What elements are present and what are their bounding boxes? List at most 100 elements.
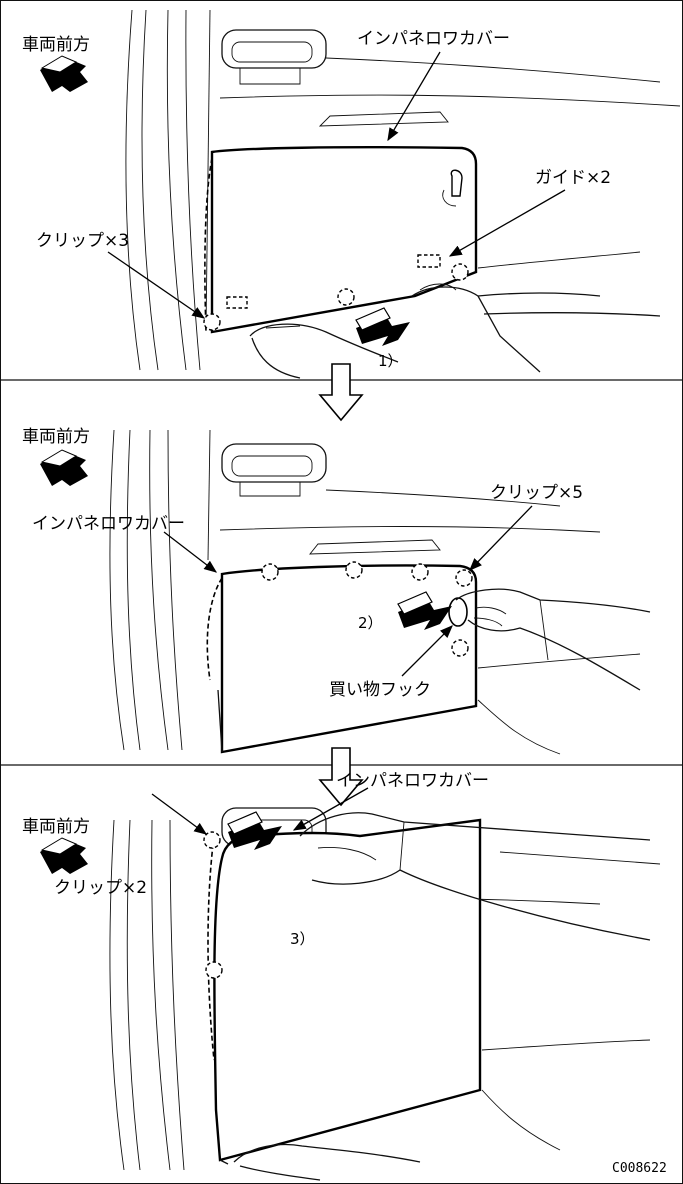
left-hand (251, 337, 301, 379)
a-pillar-line (185, 9, 201, 371)
vehicle-front-label: 車両前方 (22, 35, 90, 55)
clip-marker (451, 639, 469, 657)
a-pillar-line (169, 819, 185, 1171)
a-pillar-line (109, 819, 125, 1171)
trim-vent (309, 539, 441, 555)
key-slot (450, 169, 463, 197)
door-handle-base (239, 482, 301, 497)
clip-marker (203, 831, 221, 849)
a-pillar-line (126, 819, 141, 1171)
leader-line (151, 793, 208, 835)
guide-marker (226, 296, 248, 309)
clip-marker (203, 313, 221, 331)
cover-label: インパネロワカバー (357, 29, 510, 49)
step-label: 2） (358, 614, 383, 632)
pull-direction-arrow-icon (355, 307, 391, 331)
door-handle (221, 29, 327, 69)
pull-direction-arrow-icon (227, 811, 263, 835)
instrument-panel-lower-cover (220, 564, 478, 754)
a-pillar-line (126, 429, 141, 751)
shopping-hook (448, 597, 468, 627)
vehicle-front-label: 車両前方 (22, 817, 90, 837)
trim-line (481, 1089, 561, 1151)
shopping-hook-label: 買い物フック (329, 680, 431, 700)
vehicle-front-label: 車両前方 (22, 427, 90, 447)
left-hand-finger (265, 325, 301, 329)
step-label: 1） (378, 352, 403, 370)
cover-side-edge (219, 1159, 229, 1165)
clip-marker (451, 263, 469, 281)
instrument-panel-lower-cover (213, 818, 482, 1162)
door-handle (221, 443, 327, 483)
right-hand (467, 619, 641, 691)
left-hand (233, 1143, 421, 1163)
dashboard-edge (207, 429, 211, 561)
trim-line (477, 653, 641, 669)
cover-side-edge (217, 689, 223, 753)
a-pillar-line (166, 9, 187, 371)
panel-step-1: 車両前方 インパネロワカバー ガイド×2 クリップ×3 1） (22, 9, 681, 379)
right-hand (455, 588, 651, 613)
left-hand (249, 323, 399, 363)
clip-label: クリップ×3 (36, 231, 129, 251)
a-pillar-line (167, 429, 183, 751)
leader-line (107, 251, 206, 319)
step-label: 3） (290, 930, 315, 948)
trim-line (219, 94, 681, 107)
clip-label: クリップ×2 (54, 878, 147, 898)
trim-vent (318, 111, 449, 127)
dashboard-edge (205, 9, 211, 331)
guide-marker (417, 254, 441, 268)
clip-marker (205, 961, 223, 979)
guide-label: ガイド×2 (535, 168, 611, 188)
clip-marker (411, 563, 429, 581)
a-pillar-line (141, 9, 159, 371)
trim-line (325, 57, 661, 83)
door-handle-inner (231, 41, 313, 63)
right-hand-sleeve (399, 821, 405, 871)
panel-step-2: 車両前方 インパネロワカバー クリップ×5 買い物フック 2） (22, 427, 651, 755)
clip-marker (345, 561, 363, 579)
clip-marker (455, 569, 473, 587)
cover-label: インパネロワカバー (32, 514, 185, 534)
right-hand (411, 286, 541, 373)
right-hand-finger (419, 283, 457, 291)
a-pillar-line (109, 429, 125, 751)
next-step-arrow-icon (318, 747, 364, 807)
leader-line (448, 189, 566, 257)
pull-direction-arrow-icon (397, 591, 433, 615)
a-pillar-line (151, 819, 171, 1171)
right-hand-finger (473, 617, 503, 627)
right-hand (299, 812, 651, 841)
right-hand-finger (475, 606, 507, 615)
vehicle-front-arrow-icon (40, 449, 78, 467)
vehicle-front-arrow-icon (40, 55, 78, 73)
a-pillar-line (149, 429, 169, 751)
trim-line (219, 526, 601, 533)
door-handle-inner (231, 455, 313, 477)
clip-label: クリップ×5 (490, 483, 583, 503)
trim-line (325, 489, 561, 507)
cover-label: インパネロワカバー (336, 771, 489, 791)
leader-line (292, 787, 369, 831)
next-step-arrow-icon (318, 363, 364, 422)
leader-line (401, 625, 453, 677)
clip-marker (261, 563, 279, 581)
key-slot-recess (442, 189, 457, 207)
figure-code: C008622 (612, 1161, 667, 1176)
clip-marker (337, 288, 355, 306)
trim-line (499, 851, 661, 865)
hidden-cover-edge (206, 577, 223, 681)
door-handle-base (239, 68, 301, 85)
right-hand (311, 869, 651, 941)
right-hand-finger (317, 847, 377, 861)
leader-line (163, 531, 218, 573)
trim-line (477, 251, 641, 269)
panel-step-3: 車両前方 インパネロワカバー クリップ×2 3） (22, 771, 661, 1181)
a-pillar-line (125, 9, 141, 371)
trim-line (481, 1039, 651, 1051)
left-hand (239, 1165, 321, 1181)
right-hand-sleeve (483, 312, 661, 317)
trim-line (477, 699, 561, 755)
